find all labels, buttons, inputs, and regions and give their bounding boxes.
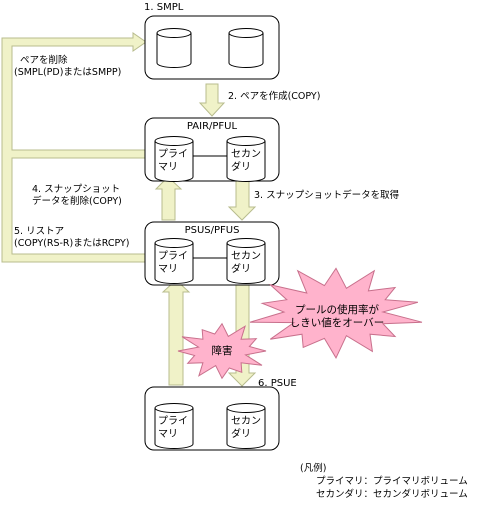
restore-label-1: 5. リストア — [14, 226, 65, 237]
restore-label-2: (COPY(RS-R)またはRCPY) — [14, 238, 130, 249]
psue-primary-disk-icon — [154, 403, 194, 449]
psue-secondary-disk-icon — [226, 403, 266, 449]
legend-primary: プライマリ：プライマリボリューム — [316, 476, 468, 487]
pair-primary-disk-icon — [154, 136, 194, 182]
legend-secondary: セカンダリ：セカンダリボリューム — [316, 489, 468, 500]
pair-secondary-label: セカン ダリ — [231, 149, 261, 173]
state-label-psue: 6. PSUE — [258, 378, 297, 389]
arrow-create-pair — [198, 83, 226, 117]
psus-secondary-label: セカン ダリ — [231, 251, 261, 275]
pool-threshold-label-1: プールの使用率が — [295, 304, 379, 316]
delete-snapshot-label-2: データを削除(COPY) — [32, 196, 122, 207]
delete-snapshot-label-1: 4. スナップショット — [32, 184, 121, 195]
create-pair-label: 2. ペアを作成(COPY) — [228, 91, 321, 102]
state-label-smpl: 1. SMPL — [144, 2, 184, 13]
psue-primary-label: プライ マリ — [158, 416, 188, 440]
arrow-psue-to-psus — [161, 279, 191, 386]
pool-threshold-label-2: しきい値をオーバー — [289, 317, 385, 329]
delete-pair-label-1: ペアを削除 — [20, 55, 68, 66]
pool-threshold-burst — [249, 267, 423, 359]
arrow-take-snapshot — [227, 176, 257, 221]
state-label-psus: PSUS/PFUS — [184, 225, 240, 236]
pair-secondary-disk-icon — [226, 136, 266, 182]
failure-label: 障害 — [211, 345, 233, 357]
arrow-delete-snapshot — [154, 176, 183, 221]
smpl-primary-disk-icon — [156, 28, 192, 68]
pair-primary-label: プライ マリ — [158, 149, 188, 173]
take-snapshot-label: 3. スナップショットデータを取得 — [254, 190, 400, 201]
psus-secondary-disk-icon — [226, 238, 266, 284]
psus-primary-label: プライ マリ — [158, 251, 188, 275]
psus-primary-disk-icon — [154, 238, 194, 284]
delete-pair-label-2: (SMPL(PD)またはSMPP) — [14, 67, 122, 78]
psue-secondary-label: セカン ダリ — [231, 416, 261, 440]
legend-title: (凡例) — [300, 463, 327, 474]
failure-burst — [177, 322, 267, 380]
smpl-secondary-disk-icon — [228, 28, 264, 68]
state-label-pair: PAIR/PFUL — [186, 121, 238, 132]
